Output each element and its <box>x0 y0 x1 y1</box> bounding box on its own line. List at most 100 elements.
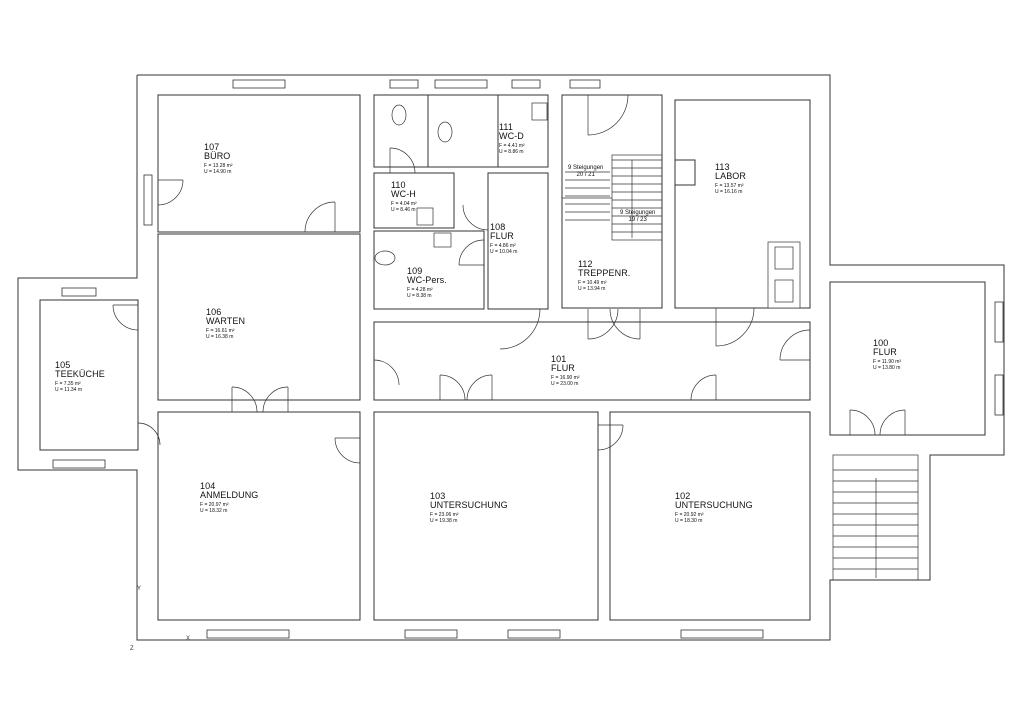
room-area: F = 20.92 m² <box>675 511 704 518</box>
window-103-right <box>507 629 561 639</box>
door-arc <box>112 304 139 331</box>
room-name: BÜRO <box>204 151 231 162</box>
door-arc <box>597 424 624 451</box>
door-113-bottom <box>715 307 755 347</box>
toilet-icon <box>391 104 407 126</box>
door-100-bottom-left <box>849 409 876 436</box>
door-arc <box>879 409 906 436</box>
door-103-top-right <box>466 374 493 401</box>
window-105-top <box>61 287 97 297</box>
stair-note-upper: 9 Steigungen 20 / 21 <box>568 165 603 178</box>
door-101-left <box>373 359 400 386</box>
axis-x-label: X <box>186 636 191 642</box>
room-perimeter: U = 23.00 m <box>551 381 579 388</box>
door-arc <box>690 374 717 401</box>
room-number: 105 <box>55 360 71 370</box>
door-108-side <box>462 204 489 231</box>
door-arc <box>609 308 641 340</box>
stair-count: 9 Steigungen <box>568 165 604 171</box>
room-name: WC-Pers. <box>407 275 447 286</box>
room-number: 103 <box>430 491 446 501</box>
room-perimeter: U = 13.80 m <box>873 365 901 372</box>
room-108-label: 108 FLUR F = 4.86 m² U = 10.04 m <box>490 222 518 256</box>
room-name: FLUR <box>873 347 897 358</box>
door-arc <box>462 204 489 231</box>
room-perimeter: U = 13.94 m <box>578 286 606 293</box>
door-101-right <box>779 329 811 361</box>
room-perimeter: U = 16.38 m <box>206 334 234 341</box>
stair-note-lower: 9 Steigungen 19 / 23 <box>620 210 655 223</box>
room-area: F = 4.41 m² <box>499 142 525 149</box>
axis-y-label: Y <box>137 586 142 592</box>
room-104-label: 104 ANMELDUNG F = 20.97 m² U = 18.32 m <box>200 481 258 515</box>
room-number: 110 <box>391 180 406 190</box>
entrance-stair-outline <box>832 454 919 581</box>
door-107 <box>304 201 336 233</box>
room-perimeter: U = 19.38 m <box>430 518 458 525</box>
sink-icon <box>433 232 452 248</box>
room-104-wall <box>157 411 361 621</box>
door-112-bottom-left <box>587 308 619 340</box>
room-name: LABOR <box>715 171 747 182</box>
room-100-label: 100 FLUR F = 11.90 m² U = 13.80 m <box>873 338 901 372</box>
room-area: F = 10.49 m² <box>578 279 607 286</box>
room-perimeter: U = 10.04 m <box>490 249 518 256</box>
room-110-label: 110 WC-H F = 4.04 m² U = 8.46 m <box>391 180 417 213</box>
door-arc <box>137 422 161 446</box>
room-area: F = 23.06 m² <box>430 511 459 518</box>
door-104-right <box>334 437 361 464</box>
door-arc <box>779 329 811 361</box>
door-109 <box>458 239 485 266</box>
door-arc <box>304 201 336 233</box>
room-101-label: 101 FLUR F = 16.90 m² U = 23.00 m <box>551 354 579 388</box>
room-111-label: 111 WC-D F = 4.41 m² U = 8.86 m <box>499 122 525 155</box>
stair-ratio: 19 / 23 <box>628 216 647 223</box>
door-104-side <box>137 422 161 446</box>
room-name: TREPPENR. <box>578 268 631 279</box>
door-105 <box>112 304 139 331</box>
door-arc <box>587 94 629 136</box>
room-number: 104 <box>200 481 216 491</box>
door-108-bottom <box>499 308 541 350</box>
room-number: 107 <box>204 142 220 152</box>
room-area: F = 13.57 m² <box>715 182 744 189</box>
toilet-icon <box>374 250 396 266</box>
sink-icon <box>774 246 794 270</box>
outer-wall <box>17 74 1005 641</box>
door-104-top-left <box>231 386 258 413</box>
window-103-left <box>404 629 458 639</box>
room-perimeter: U = 16.16 m <box>715 189 743 196</box>
room-name: FLUR <box>551 363 575 374</box>
door-arc <box>262 386 289 413</box>
sink-icon <box>774 279 794 303</box>
door-arc <box>458 239 485 266</box>
room-area: F = 20.97 m² <box>200 501 229 508</box>
sink-icon <box>531 102 548 121</box>
door-arc <box>439 374 466 401</box>
window-wcd <box>434 79 488 89</box>
door-104-top-right <box>262 386 289 413</box>
room-perimeter: U = 14.90 m <box>204 169 232 176</box>
door-112-top <box>587 94 629 136</box>
window-102 <box>680 629 764 639</box>
room-112-label: 112 TREPPENR. F = 10.49 m² U = 13.94 m <box>578 259 631 293</box>
room-name: WC-D <box>499 131 524 142</box>
room-name: TEEKÜCHE <box>55 369 105 380</box>
door-arc <box>389 147 416 174</box>
room-number: 111 <box>499 122 513 132</box>
room-102-label: 102 UNTERSUCHUNG F = 20.92 m² U = 18.30 … <box>675 491 753 524</box>
sink-icon <box>416 207 434 226</box>
room-number: 101 <box>551 354 567 364</box>
axis-z-label: Z <box>130 646 134 652</box>
window-105-bottom <box>52 459 106 469</box>
room-perimeter: U = 18.32 m <box>200 508 228 515</box>
toilet-icon <box>437 121 453 143</box>
door-arc <box>499 308 541 350</box>
room-107-label: 107 BÜRO F = 13.28 m² U = 14.90 m <box>204 142 232 176</box>
room-100-wall <box>829 281 986 436</box>
inner-stair-outline <box>611 154 663 241</box>
window-107 <box>232 79 286 89</box>
room-number: 106 <box>206 307 222 317</box>
room-number: 112 <box>578 259 593 269</box>
